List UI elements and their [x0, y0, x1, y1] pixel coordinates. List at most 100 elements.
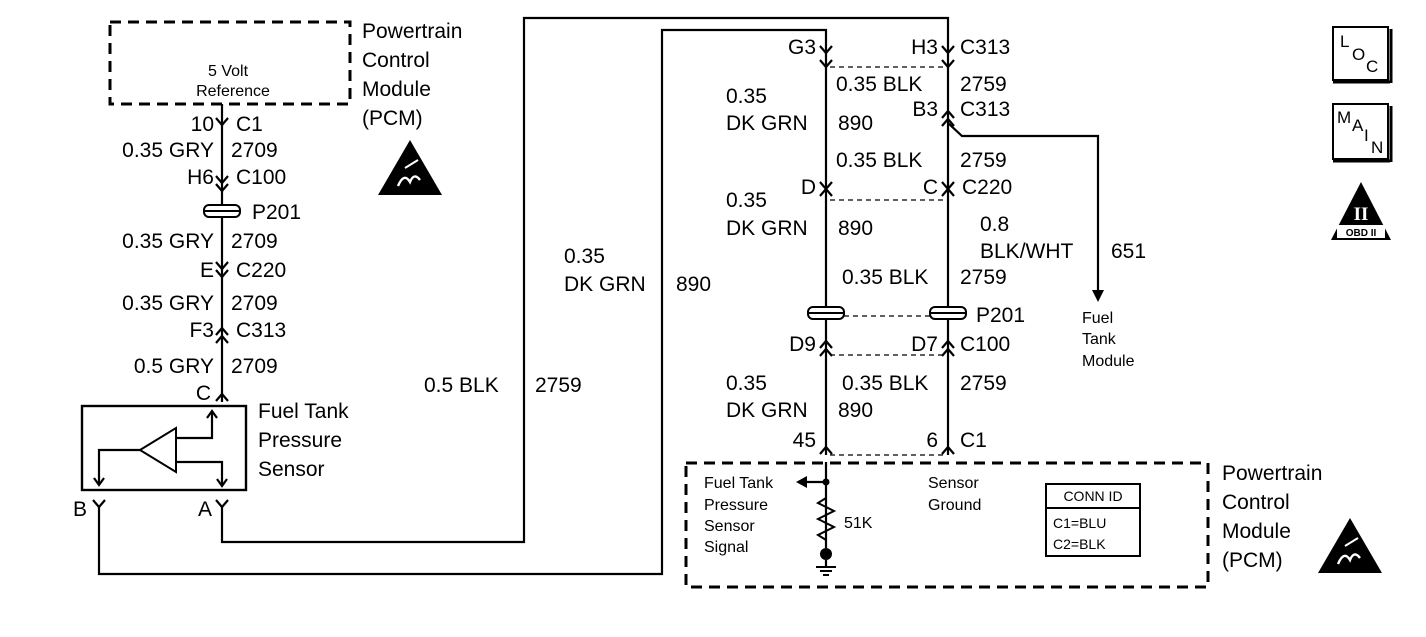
resistor-symbol	[815, 497, 837, 541]
obd-ii-icon	[1331, 182, 1391, 240]
conn-c1-label: C1	[236, 113, 263, 136]
pin-c-label: C	[923, 176, 938, 199]
connector-d9-symbol	[819, 339, 833, 357]
junction-dot	[822, 478, 830, 486]
connector-b3-symbol	[941, 109, 955, 127]
pin-10-label: 10	[191, 113, 214, 136]
grn-s2-circuit: 890	[838, 217, 873, 240]
main-icon	[1332, 103, 1393, 163]
pcm-bottom-title-1: Powertrain	[1222, 462, 1322, 485]
splice-p201-black	[929, 306, 967, 320]
amplifier-symbol	[93, 409, 228, 488]
conn-id-row-1: C1=BLU	[1053, 515, 1106, 531]
branch-dest-1: Fuel	[1082, 310, 1113, 327]
sensor-name-3: Sensor	[258, 458, 325, 481]
pin-e-label: E	[200, 259, 214, 282]
splice-p201-right-label: P201	[976, 304, 1025, 327]
sensor-pin-b-symbol	[92, 499, 106, 509]
long-grn-gauge-1: 0.35	[564, 245, 605, 268]
pin-d9-label: D9	[789, 333, 816, 356]
branch-gauge-1: 0.8	[980, 213, 1009, 236]
pcm-bottom-box	[684, 461, 1210, 589]
resistor-label: 51K	[844, 515, 873, 532]
connector-c220-right-symbol	[941, 181, 955, 197]
pcm-top-title-2: Control	[362, 49, 430, 72]
conn-id-header: CONN ID	[1063, 488, 1122, 504]
connector-c220-symbol	[215, 261, 229, 279]
grn-s2-gauge-2: DK GRN	[726, 217, 808, 240]
wire-2759-long	[220, 16, 950, 544]
loc-icon	[1332, 26, 1393, 84]
esd-warning-icon-bottom	[1318, 518, 1382, 573]
grn-s3-circuit: 890	[838, 399, 873, 422]
pcm-bottom-title-3: Module	[1222, 520, 1291, 543]
sensor-pin-b-label: B	[73, 498, 87, 521]
conn-id-table	[1045, 483, 1141, 557]
ground-label-1: Sensor	[928, 475, 979, 492]
pin-6-symbol	[941, 445, 955, 455]
main-letter-n: N	[1371, 138, 1383, 157]
obd-numeral: II	[1354, 204, 1369, 225]
conn-c100-label: C100	[236, 166, 286, 189]
conn-c100-right-label: C100	[960, 333, 1010, 356]
branch-dest-2: Tank	[1082, 331, 1117, 348]
blk-s4-gauge: 0.35 BLK	[842, 372, 928, 395]
ground-icon	[816, 560, 836, 576]
wire-circuit-3: 2709	[231, 292, 278, 315]
main-letter-m: M	[1337, 108, 1351, 127]
wire-gauge-3: 0.35 GRY	[122, 292, 214, 315]
pin-h6-label: H6	[187, 166, 214, 189]
pin-45-symbol	[819, 445, 833, 455]
wire-651	[947, 122, 1100, 292]
sensor-pin-a-label: A	[198, 498, 212, 521]
conn-c313-b-label: C313	[960, 98, 1010, 121]
sensor-pin-c-symbol	[215, 392, 229, 402]
long-blk-circuit: 2759	[535, 374, 582, 397]
sensor-name-1: Fuel Tank	[258, 400, 349, 423]
branch-dest-3: Module	[1082, 353, 1135, 370]
blk-s2-gauge: 0.35 BLK	[836, 149, 922, 172]
sensor-box	[80, 404, 248, 492]
sensor-name-2: Pressure	[258, 429, 342, 452]
conn-c220-label: C220	[236, 259, 286, 282]
pin-6-label: 6	[926, 429, 938, 452]
grn-s2-gauge-1: 0.35	[726, 189, 767, 212]
sensor-pin-a-symbol	[215, 499, 229, 509]
grn-s1-gauge-1: 0.35	[726, 85, 767, 108]
wire-circuit-1: 2709	[231, 139, 278, 162]
long-blk-gauge: 0.5 BLK	[424, 374, 499, 397]
connector-d7-symbol	[941, 339, 955, 357]
pin-b3-label: B3	[912, 98, 938, 121]
blk-s4-circuit: 2759	[960, 372, 1007, 395]
conn-id-row-2: C2=BLK	[1053, 536, 1106, 552]
pin-45-label: 45	[793, 429, 816, 452]
ground-label-2: Ground	[928, 497, 981, 514]
grn-s1-gauge-2: DK GRN	[726, 112, 808, 135]
signal-label-4: Signal	[704, 539, 748, 556]
loc-letter-l: L	[1340, 32, 1349, 51]
connector-c313-symbol	[215, 326, 229, 344]
conn-c313-top-label: C313	[960, 36, 1010, 59]
branch-gauge-2: BLK/WHT	[980, 240, 1074, 263]
branch-circuit: 651	[1111, 240, 1146, 263]
esd-warning-icon	[378, 140, 442, 195]
pcm-top-title-4: (PCM)	[362, 107, 423, 130]
wire-circuit-2: 2709	[231, 230, 278, 253]
splice-p201-green	[807, 306, 845, 320]
pin-h3-label: H3	[911, 36, 938, 59]
sensor-pin-c-label: C	[196, 382, 211, 405]
connector-c100-symbol	[215, 175, 229, 193]
grn-s1-circuit: 890	[838, 112, 873, 135]
connector-h3-symbol	[941, 45, 955, 69]
conn-c1-right-label: C1	[960, 429, 987, 452]
wire-gauge-4: 0.5 GRY	[134, 355, 214, 378]
pcm-top-box	[108, 20, 352, 106]
pin-g3-label: G3	[788, 36, 816, 59]
grn-s3-gauge-2: DK GRN	[726, 399, 808, 422]
blk-s2-circuit: 2759	[960, 149, 1007, 172]
blk-s3-gauge: 0.35 BLK	[842, 266, 928, 289]
splice-p201-left	[203, 204, 241, 218]
pcm-bottom-title-2: Control	[1222, 491, 1290, 514]
signal-label-2: Pressure	[704, 497, 768, 514]
